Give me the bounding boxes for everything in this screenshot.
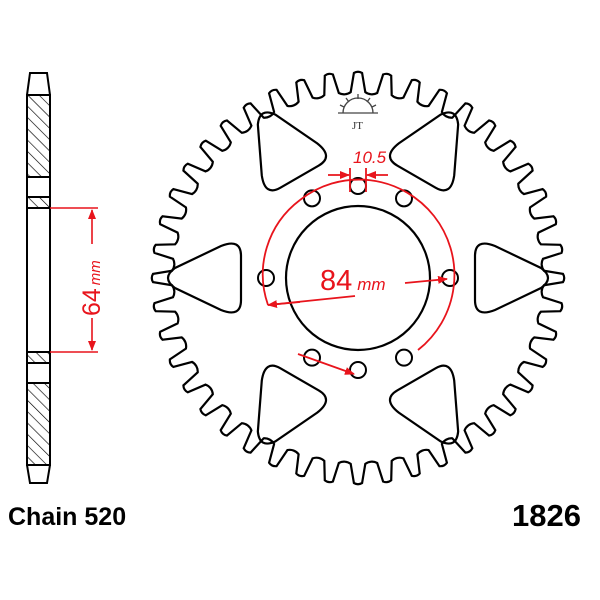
- jt-logo: JT: [338, 94, 378, 132]
- bolt-hole: [395, 348, 413, 367]
- cutout: [388, 364, 460, 445]
- chain-size-label: Chain 520: [8, 503, 127, 531]
- cutout: [388, 111, 460, 192]
- bolt-hole: [441, 269, 459, 287]
- part-number: 1826: [512, 498, 581, 533]
- bolt-hole-dimension: [328, 168, 388, 192]
- bolt-hole: [303, 348, 321, 367]
- lightening-cutouts: [166, 111, 550, 445]
- cutout: [256, 364, 328, 445]
- svg-text:JT: JT: [352, 120, 363, 132]
- bolt-hole: [257, 269, 275, 287]
- cutout: [473, 242, 550, 314]
- bolt-hole: [303, 189, 321, 208]
- hub-offset-label: 64mm: [78, 260, 106, 316]
- hub-offset-dimension: [50, 207, 98, 353]
- side-profile: [26, 72, 51, 484]
- bolt-circle-dimension: [261, 178, 456, 375]
- bolt-hole: [349, 361, 367, 379]
- bolt-hole: [395, 189, 413, 208]
- cutout: [166, 242, 243, 314]
- bolt-hole-label: 10.5: [353, 148, 387, 167]
- cutout: [256, 111, 328, 192]
- sprocket-outline: [150, 70, 566, 486]
- center-bore: [284, 204, 432, 352]
